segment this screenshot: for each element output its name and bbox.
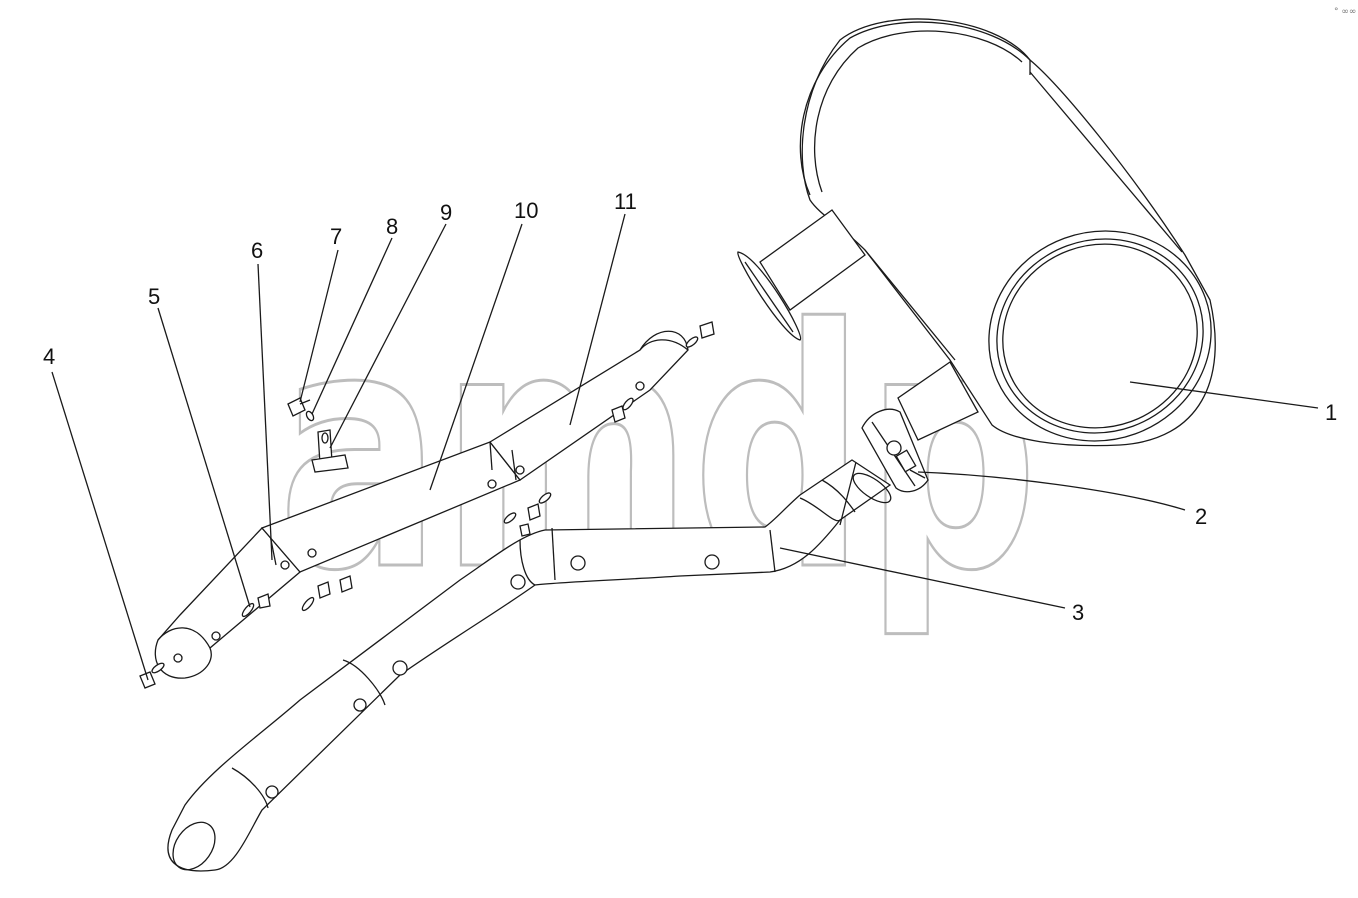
leader-10 (429, 223, 523, 491)
callout-10: 10 (514, 198, 538, 223)
heat-shield-part-6 (154, 527, 301, 679)
callout-7: 7 (330, 224, 342, 249)
washer-part-5 (241, 593, 271, 618)
leader-4 (51, 371, 149, 681)
leader-11 (569, 213, 626, 426)
callout-11: 11 (614, 189, 637, 214)
leader-2 (917, 471, 1186, 511)
callouts: 1 2 3 4 5 6 7 8 9 10 11 (43, 189, 1337, 625)
fasteners (301, 321, 715, 612)
leader-3 (779, 547, 1066, 609)
callout-6: 6 (251, 238, 263, 263)
callout-9: 9 (440, 200, 452, 225)
bolt-part-7 (287, 397, 311, 417)
heat-shield-part-11 (489, 330, 689, 481)
leader-1 (1129, 381, 1319, 409)
callout-3: 3 (1072, 600, 1084, 625)
leader-9 (329, 223, 447, 449)
corner-mark: ° ∞∞ (1334, 7, 1356, 17)
callout-2: 2 (1195, 504, 1207, 529)
bracket-part-9 (311, 429, 349, 473)
callout-4: 4 (43, 344, 55, 369)
callout-8: 8 (386, 214, 398, 239)
callout-1: 1 (1325, 400, 1337, 425)
leader-5 (157, 307, 251, 608)
clamp-part-2 (861, 408, 929, 493)
leader-7 (299, 249, 339, 403)
leader-8 (311, 237, 393, 415)
exhaust-pipe-part-3 (167, 459, 892, 872)
leader-6 (257, 263, 273, 561)
leader-lines (51, 213, 1319, 681)
muffler-part-1 (737, 18, 1216, 447)
callout-5: 5 (148, 284, 160, 309)
